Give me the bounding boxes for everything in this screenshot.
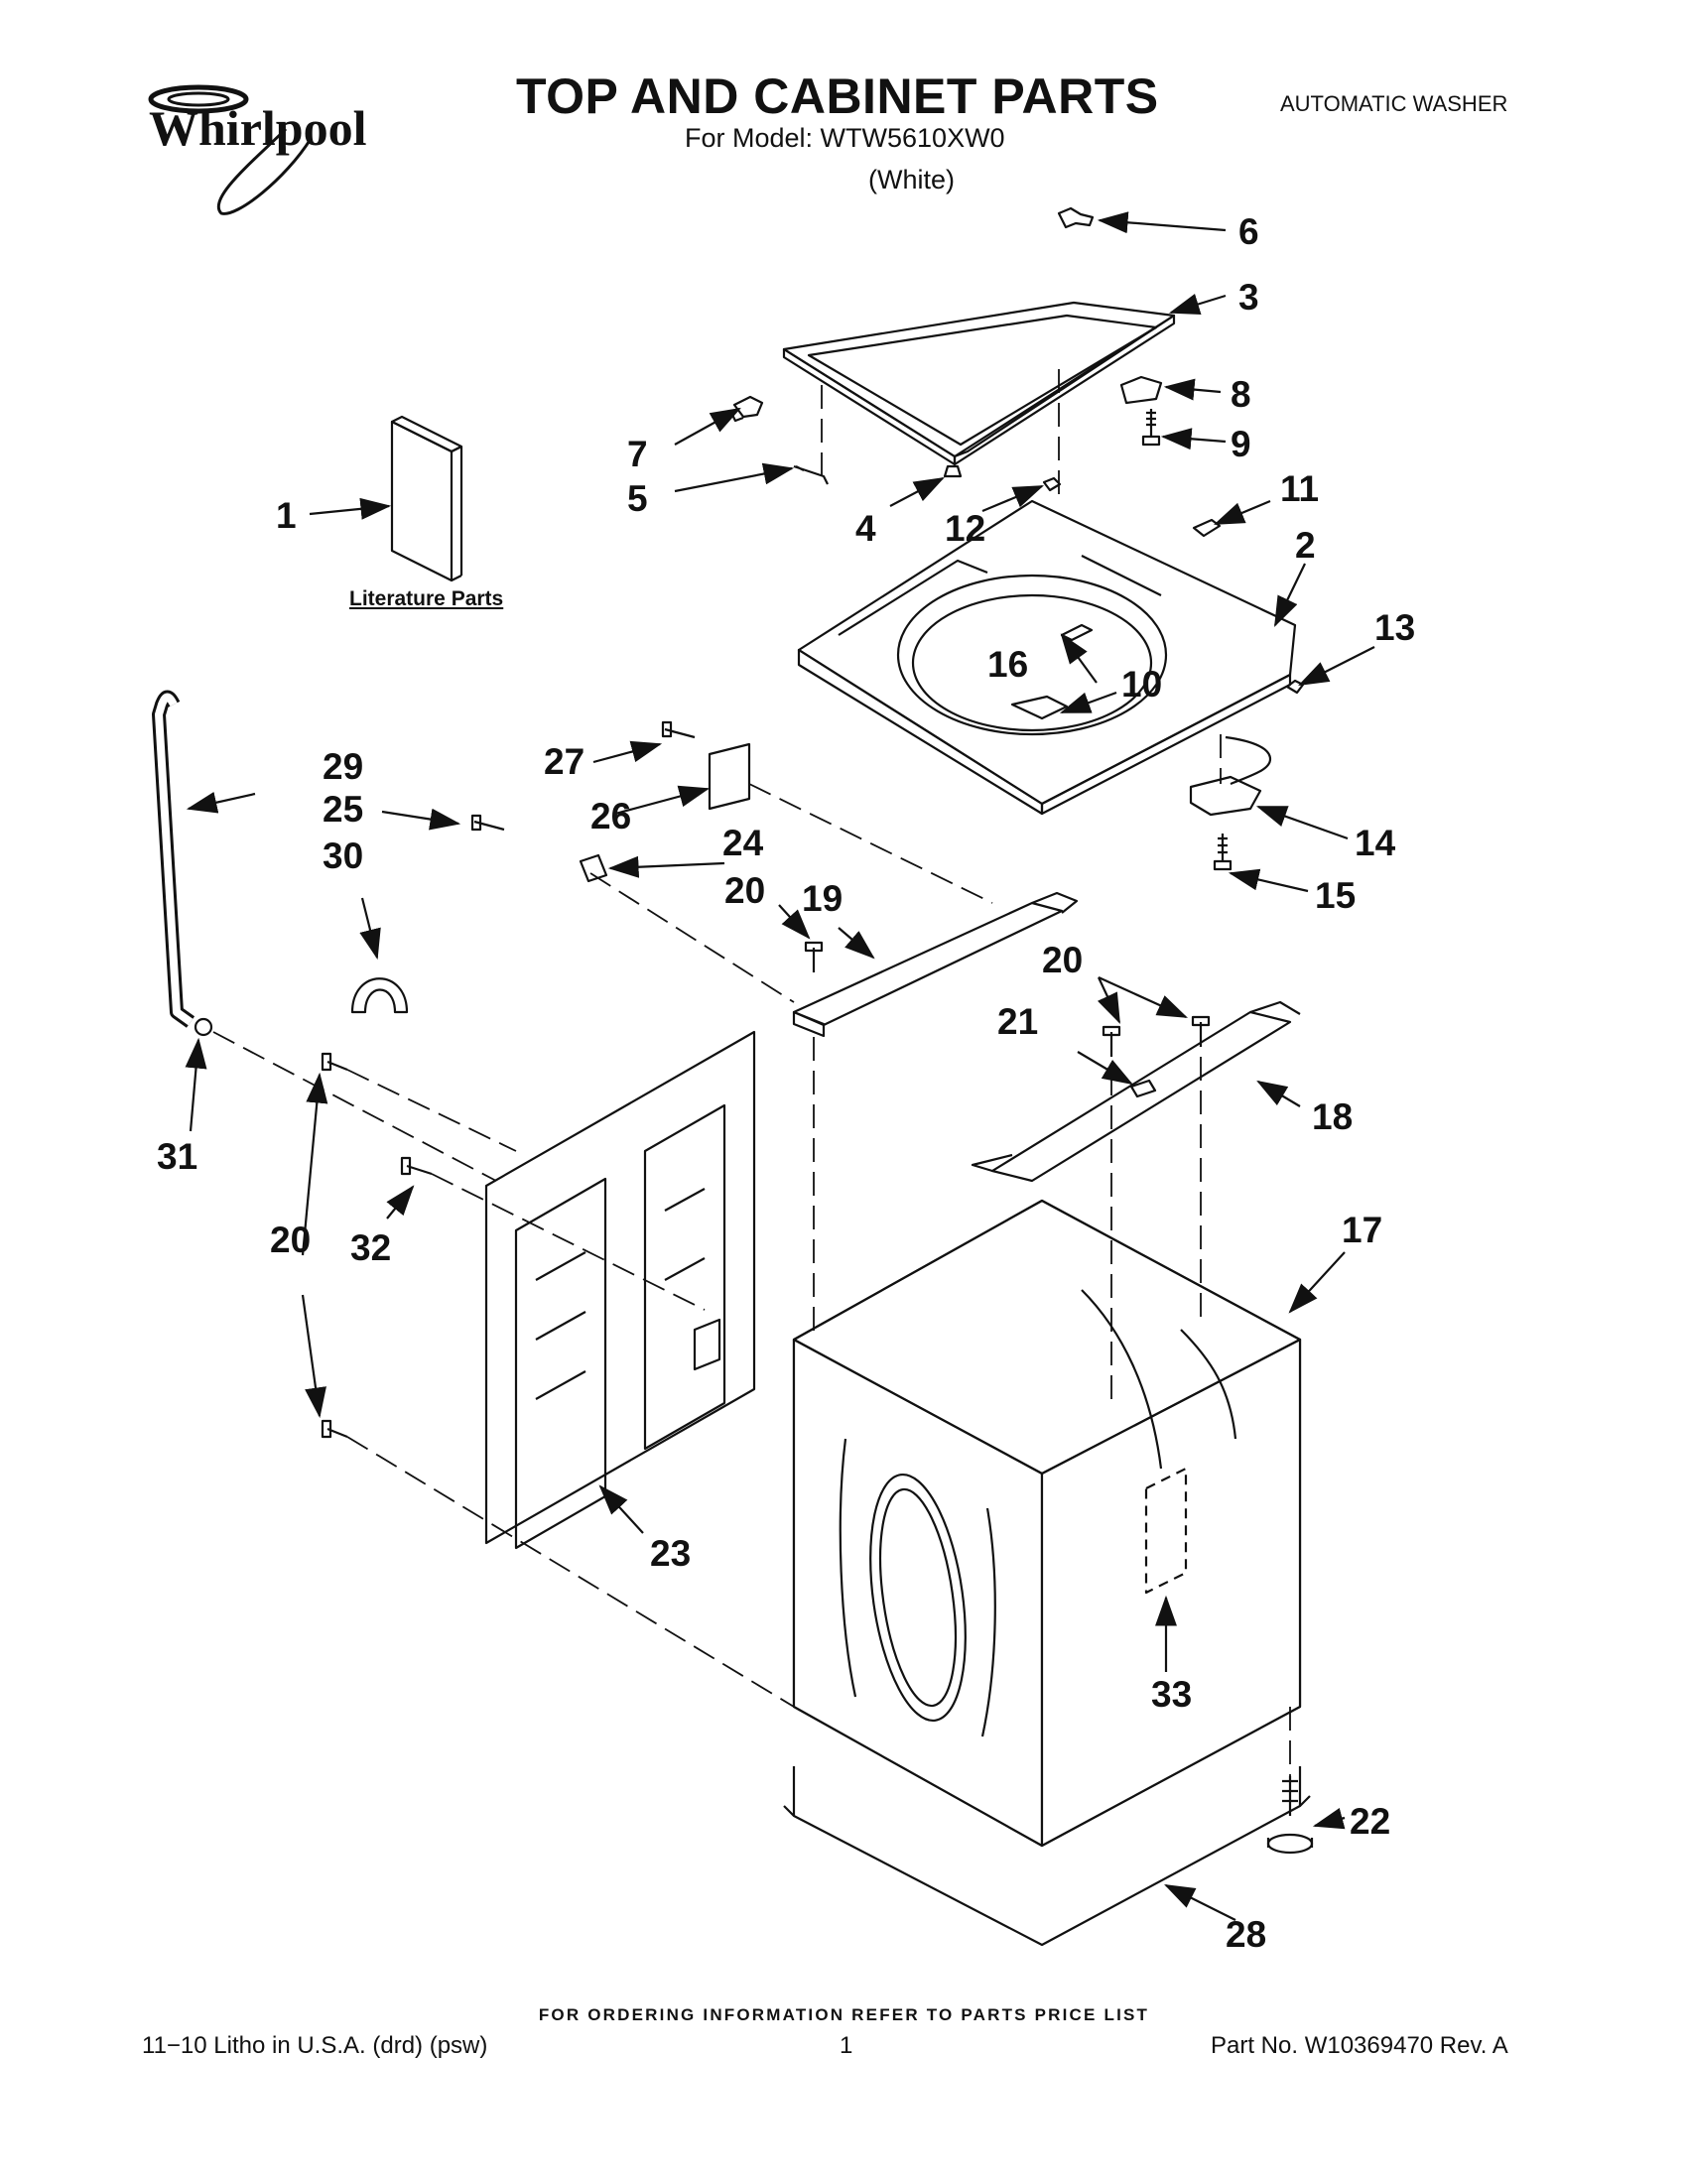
drain-hose-29 (152, 690, 195, 1028)
part-number: Part No. W10369470 Rev. A (1211, 2032, 1508, 2059)
callout: 18 (1312, 1096, 1353, 1137)
callout: 22 (1350, 1801, 1390, 1842)
screw-25 (470, 814, 505, 832)
callout: 1 (276, 495, 297, 536)
lid-rod-5 (793, 464, 829, 485)
literature-booklet (390, 415, 463, 582)
callout: 14 (1355, 823, 1396, 863)
callout: 8 (1231, 374, 1251, 415)
screw-32 (400, 1156, 433, 1176)
callout: 31 (157, 1136, 197, 1177)
callout: 29 (323, 746, 363, 787)
callout: 24 (722, 823, 764, 863)
clip-21 (1129, 1079, 1157, 1098)
screw-20e (321, 1419, 348, 1439)
callout: 20 (1042, 940, 1083, 980)
page-title: TOP AND CABINET PARTS (516, 68, 1159, 124)
page-number: 1 (840, 2032, 853, 2059)
callout-labels: 6 3 8 9 7 5 4 12 11 2 1 13 16 10 14 15 2… (157, 211, 1415, 1955)
print-info: 11−10 Litho in U.S.A. (drd) (psw) (142, 2032, 488, 2059)
lid-pin-7 (729, 395, 764, 423)
product-type: AUTOMATIC WASHER (1280, 91, 1508, 116)
whirlpool-logo (148, 84, 313, 215)
screw-15 (1213, 834, 1233, 871)
grommet-26 (708, 742, 751, 811)
clip-12 (1042, 476, 1062, 492)
color-line: (White) (868, 165, 955, 194)
callout: 20 (724, 870, 765, 911)
callout: 12 (945, 508, 985, 549)
callout: 7 (627, 434, 648, 474)
callout: 16 (987, 644, 1028, 685)
callout: 9 (1231, 424, 1251, 464)
callout: 3 (1238, 277, 1259, 318)
hose-clamp-31 (194, 1017, 213, 1037)
callout: 23 (650, 1533, 691, 1574)
callout: 25 (323, 789, 363, 830)
screw-27 (661, 720, 696, 739)
brand-wordmark: Whirlpool (149, 100, 367, 156)
callout: 4 (855, 508, 876, 549)
ordering-note: FOR ORDERING INFORMATION REFER TO PARTS … (538, 2005, 1150, 2024)
callout: 21 (997, 1001, 1038, 1042)
cabinet-17 (783, 1199, 1311, 1947)
callout: 33 (1151, 1674, 1192, 1715)
screw-20c (1191, 1015, 1211, 1047)
callout: 19 (802, 878, 843, 919)
callout: 28 (1226, 1914, 1266, 1955)
callout: 30 (323, 835, 363, 876)
callout: 2 (1295, 525, 1316, 566)
lid-switch-8 (1119, 375, 1163, 405)
leveling-leg-22 (1266, 1776, 1314, 1855)
screw-20a (804, 941, 824, 972)
rear-brace-19 (792, 891, 1079, 1038)
callout: 26 (590, 796, 631, 836)
callout: 11 (1280, 468, 1319, 509)
hose-guide-30 (350, 977, 409, 1014)
literature-parts-label: Literature Parts (349, 587, 504, 610)
front-brace-18 (971, 1000, 1301, 1183)
model-line: For Model: WTW5610XW0 (685, 123, 1005, 153)
lid (782, 301, 1176, 466)
screw-20d (321, 1052, 348, 1072)
callout: 20 (270, 1220, 311, 1260)
switch-bracket-11 (1192, 518, 1222, 538)
screw-9 (1141, 409, 1161, 447)
rear-panel-23 (484, 1030, 756, 1550)
callout: 15 (1315, 875, 1356, 916)
callout: 10 (1121, 664, 1162, 705)
callout: 5 (627, 478, 648, 519)
screw-20b (1102, 1025, 1121, 1057)
lid-lock-14 (1189, 735, 1272, 817)
top-panel (797, 499, 1297, 816)
callout: 17 (1342, 1210, 1382, 1250)
callout: 13 (1374, 607, 1415, 648)
lid-hinge-6 (1057, 206, 1095, 229)
clip-24 (579, 853, 608, 883)
callout: 27 (544, 741, 584, 782)
callout: 6 (1238, 211, 1259, 252)
bumper-4 (943, 464, 963, 478)
callout: 32 (350, 1227, 391, 1268)
